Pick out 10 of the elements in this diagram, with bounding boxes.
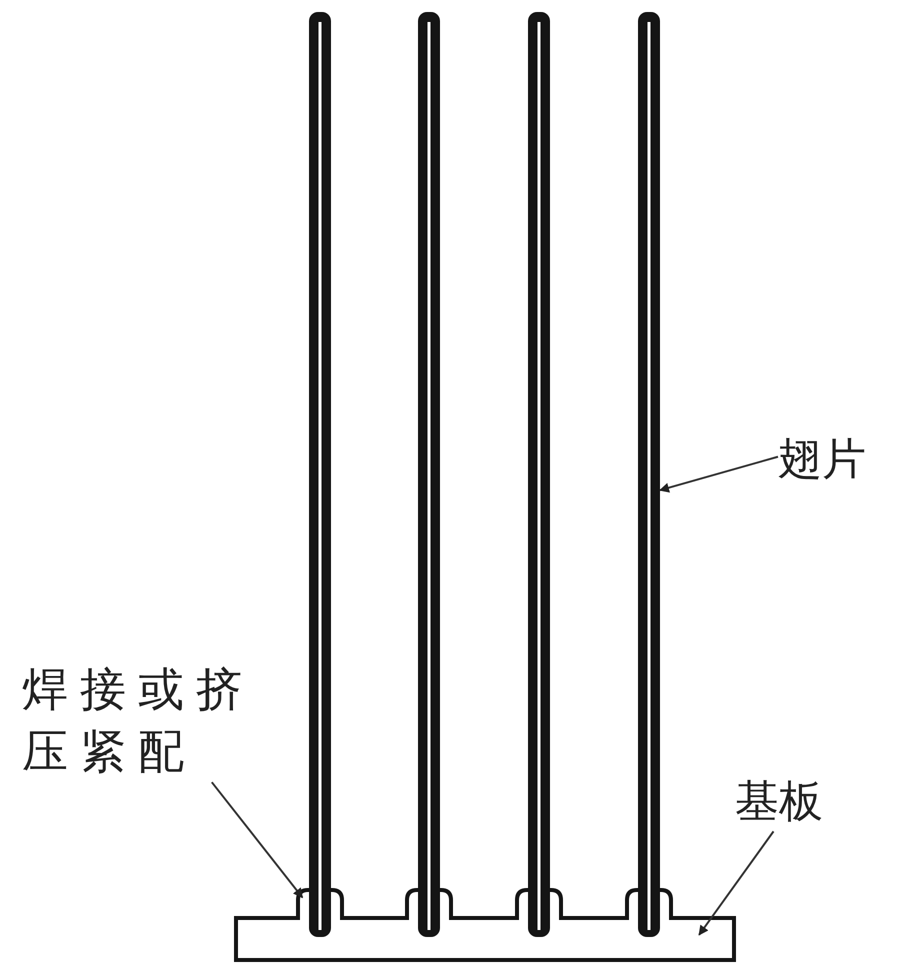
base-label: 基板 xyxy=(735,772,845,832)
leader-line xyxy=(698,830,774,936)
heat-sink-fin xyxy=(528,12,550,937)
heat-sink-fin xyxy=(418,12,440,937)
heat-sink-fin xyxy=(309,12,331,937)
fin-label: 翅片 xyxy=(778,430,888,490)
joint-label: 焊接或挤压紧配 xyxy=(22,658,282,782)
leader-line xyxy=(211,782,304,898)
leader-line xyxy=(659,456,778,493)
heat-sink-fin xyxy=(638,12,660,937)
